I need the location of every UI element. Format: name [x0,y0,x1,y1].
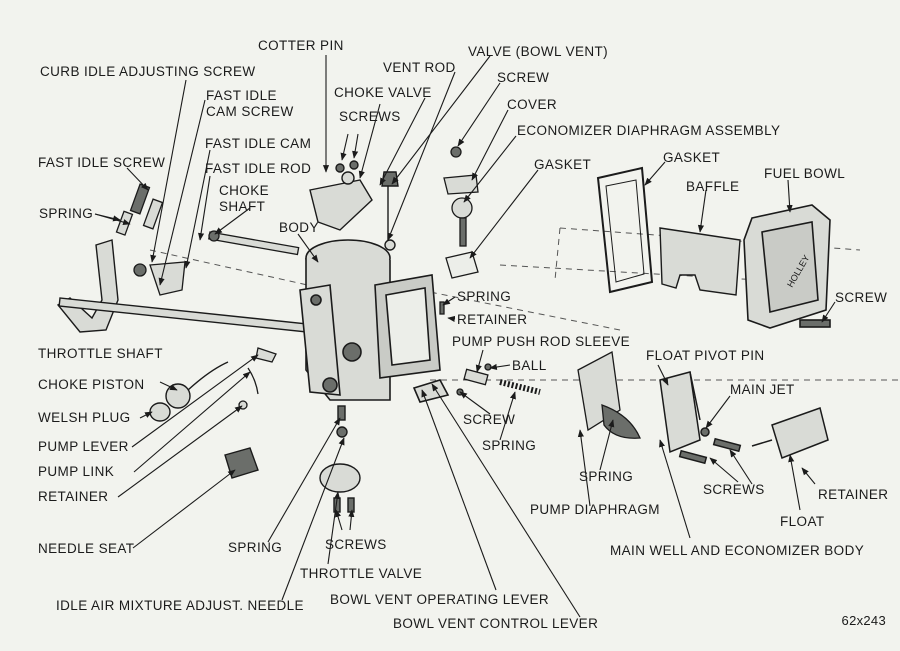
label-vent-rod: VENT ROD [383,60,456,75]
label-screw-right: SCREW [835,290,888,305]
label-needle-seat: NEEDLE SEAT [38,541,135,556]
label-valve-bowl-vent: VALVE (BOWL VENT) [468,44,609,59]
choke-shaft-part [208,230,300,256]
float-part [751,407,829,459]
label-bowl-vent-control-lever: BOWL VENT CONTROL LEVER [393,616,599,631]
label-fast-idle: FAST IDLE [206,88,277,103]
label-choke-piston: CHOKE PISTON [38,377,145,392]
label-spring-left: SPRING [39,206,94,221]
label-retainer-left: RETAINER [38,489,109,504]
label-retainer-right: RETAINER [818,487,889,502]
economizer-diaphragm-part [443,146,479,279]
label-screws-right: SCREWS [703,482,765,497]
label-screw-lower: SCREW [463,412,516,427]
fuel-bowl-gasket-part [596,166,654,294]
label-fast-idle-rod: FAST IDLE ROD [205,161,312,176]
label-spring-bottom: SPRING [228,540,283,555]
carburetor-body-part [299,239,450,403]
leader-lines [94,55,836,618]
label-gasket-right: GASKET [663,150,721,165]
throttle-valve-part [319,405,361,513]
label-welsh-plug: WELSH PLUG [38,410,131,425]
label-shaft: SHAFT [219,199,266,214]
vent-rod-part [381,171,399,251]
label-main-well-and-economizer-body: MAIN WELL AND ECONOMIZER BODY [610,543,865,558]
label-pump-diaphragm: PUMP DIAPHRAGM [530,502,660,517]
label-fast-idle-cam: FAST IDLE CAM [205,136,312,151]
figure-number: 62x243 [841,613,886,628]
label-ball: BALL [512,358,547,373]
label-spring-mid: SPRING [457,289,512,304]
label-spring-pump: SPRING [579,469,634,484]
label-curb-idle-adjusting-screw: CURB IDLE ADJUSTING SCREW [40,64,256,79]
label-spring-lower: SPRING [482,438,537,453]
label-choke: CHOKE [219,183,270,198]
label-throttle-valve: THROTTLE VALVE [300,566,423,581]
label-main-jet: MAIN JET [730,382,795,397]
main-well-body-part [659,371,742,465]
label-pump-link: PUMP LINK [38,464,115,479]
label-baffle: BAFFLE [686,179,740,194]
label-gasket-top: GASKET [534,157,592,172]
throttle-shaft-part [56,239,330,335]
label-fast-idle-screw: FAST IDLE SCREW [38,155,166,170]
label-economizer-diaphragm-assembly: ECONOMIZER DIAPHRAGM ASSEMBLY [517,123,781,138]
pump-assembly-part [456,350,641,439]
label-screws-choke: SCREWS [339,109,401,124]
label-float-pivot-pin: FLOAT PIVOT PIN [646,348,765,363]
label-throttle-shaft: THROTTLE SHAFT [38,346,163,361]
fast-idle-screw-part [115,183,186,296]
label-body: BODY [279,220,319,235]
fuel-bowl-part: HOLLEY [743,204,831,329]
label-cover: COVER [507,97,558,112]
baffle-part [659,227,741,296]
label-cotter-pin: COTTER PIN [258,38,344,53]
label-fuel-bowl: FUEL BOWL [764,166,846,181]
label-pump-push-rod-sleeve: PUMP PUSH ROD SLEEVE [452,334,631,349]
label-screw-top: SCREW [497,70,550,85]
label-retainer-mid: RETAINER [457,312,528,327]
label-screws-bottom: SCREWS [325,537,387,552]
label-cam-screw: CAM SCREW [206,104,294,119]
label-pump-lever: PUMP LEVER [38,439,129,454]
label-bowl-vent-operating-lever: BOWL VENT OPERATING LEVER [330,592,550,607]
label-float: FLOAT [780,514,825,529]
label-choke-valve: CHOKE VALVE [334,85,432,100]
choke-valve-part [309,160,373,231]
label-idle-air-mixture-adjust-needle: IDLE AIR MIXTURE ADJUST. NEEDLE [56,598,304,613]
